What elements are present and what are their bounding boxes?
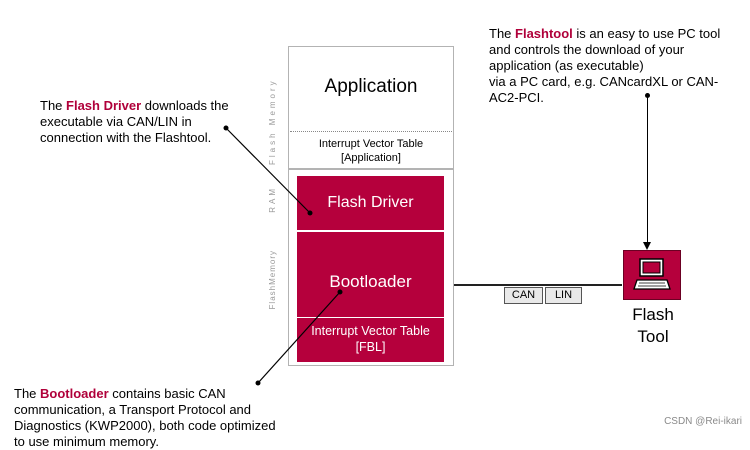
flash-driver-connector-start-dot xyxy=(223,125,229,131)
flashtool-arrow-head xyxy=(643,242,651,250)
laptop-icon xyxy=(633,258,671,290)
flash-driver-callout-before: The xyxy=(40,98,67,113)
bus-line xyxy=(454,284,622,286)
bootloader-divider xyxy=(297,317,444,318)
flash-driver-callout: The Flash Driver downloads the executabl… xyxy=(40,82,270,146)
memory-separator xyxy=(288,168,454,170)
callout-connectors xyxy=(223,125,343,386)
flashtool-highlight: Flashtool xyxy=(515,26,573,41)
bootloader-connector-end-dot xyxy=(337,289,343,295)
flash-driver-divider xyxy=(297,230,444,232)
bootloader-block: Bootloader xyxy=(297,232,444,317)
ivt-application-label: Interrupt Vector Table [Application] xyxy=(318,138,424,164)
ivt-app-dotted-divider xyxy=(290,131,452,132)
flash-driver-block: Flash Driver xyxy=(297,176,444,230)
bootloader-connector-line xyxy=(257,291,341,384)
flash-tool-label: Flash Tool xyxy=(632,305,674,346)
flash-driver-connector-line xyxy=(225,127,311,214)
flash-driver-highlight: Flash Driver xyxy=(66,98,142,113)
bootloader-callout-before: The xyxy=(14,386,41,401)
flash-driver-callout-after: downloads the executable via CAN/LIN in … xyxy=(40,98,229,145)
ivt-fbl-block: Interrupt Vector Table [FBL] xyxy=(297,318,444,362)
memory-map-frame xyxy=(288,46,454,366)
application-block-label: Application xyxy=(324,76,418,97)
lin-tag: LIN xyxy=(545,287,582,304)
flashtool-callout: The Flashtool is an easy to use PC tool … xyxy=(489,10,749,106)
flashtool-callout-before: The xyxy=(489,26,516,41)
can-tag: CAN xyxy=(504,287,543,304)
flashtool-arrow-line xyxy=(647,95,648,243)
watermark: CSDN @Rei-ikari xyxy=(664,416,742,427)
flashtool-callout-after: is an easy to use PC tool and controls t… xyxy=(489,26,721,105)
flash-tool-box xyxy=(623,250,681,300)
flash-driver-connector-end-dot xyxy=(307,210,313,216)
bootloader-highlight: Bootloader xyxy=(40,386,109,401)
bootloader-connector-start-dot xyxy=(255,380,261,386)
